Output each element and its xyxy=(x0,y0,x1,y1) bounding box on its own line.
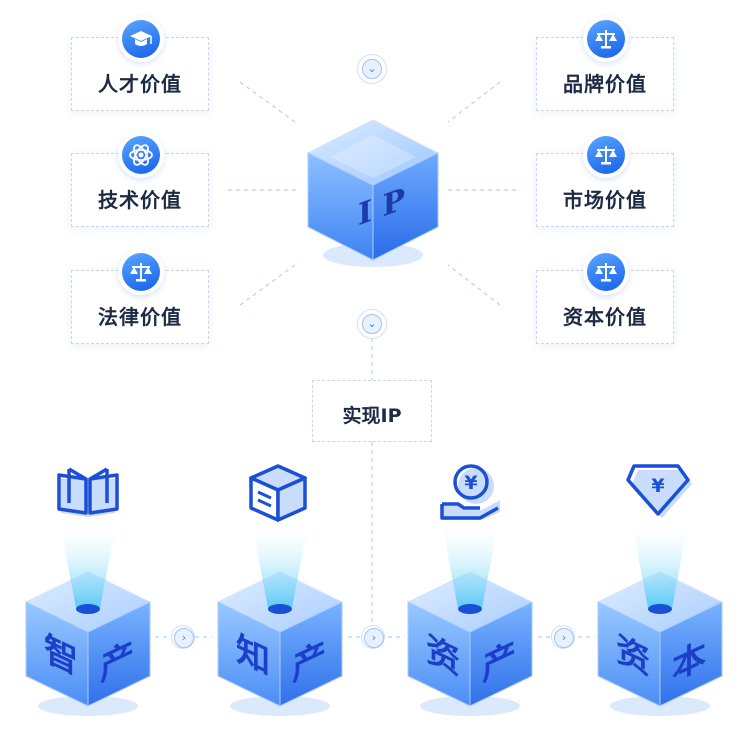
badge xyxy=(583,249,629,295)
graduation-cap-icon xyxy=(130,31,152,46)
chevron-down-icon: ⌄ xyxy=(357,309,387,339)
value-card-market: 市场价值 xyxy=(536,132,674,227)
badge xyxy=(118,16,164,62)
chevron-right-icon: › xyxy=(551,625,575,649)
diamond-icon: ¥ xyxy=(626,464,692,518)
coin-in-hand-icon: ¥ xyxy=(440,464,500,520)
realize-ip-box: 实现IP xyxy=(312,380,432,442)
book-icon xyxy=(57,467,119,517)
badge xyxy=(118,132,164,178)
value-label: 人才价值 xyxy=(98,72,182,96)
value-card-talent: 人才价值 xyxy=(71,16,209,111)
scales-icon xyxy=(595,263,617,282)
scales-icon xyxy=(595,30,617,49)
value-card-brand: 品牌价值 xyxy=(536,16,674,111)
stage-cube xyxy=(406,524,534,716)
svg-text:¥: ¥ xyxy=(651,475,664,497)
stage-cube xyxy=(24,524,152,716)
badge xyxy=(583,132,629,178)
box-icon xyxy=(249,464,307,522)
value-card-capital: 资本价值 xyxy=(536,249,674,344)
scales-icon xyxy=(130,263,152,282)
atom-icon xyxy=(129,144,153,166)
realize-ip-label: 实现IP xyxy=(342,405,402,427)
badge xyxy=(583,16,629,62)
value-card-technology: 技术价值 xyxy=(71,132,209,227)
value-label: 品牌价值 xyxy=(563,72,647,96)
stage-cube xyxy=(216,524,344,716)
svg-text:¥: ¥ xyxy=(464,472,477,494)
stage-cube xyxy=(596,524,724,716)
chevron-down-icon: ⌄ xyxy=(357,54,387,84)
value-label: 法律价值 xyxy=(98,305,182,329)
scales-icon xyxy=(595,146,617,165)
ip-cube xyxy=(306,119,440,267)
chevron-right-icon: › xyxy=(171,625,195,649)
value-label: 技术价值 xyxy=(98,188,182,212)
value-label: 资本价值 xyxy=(563,305,647,329)
value-label: 市场价值 xyxy=(563,188,647,212)
value-card-legal: 法律价值 xyxy=(71,249,209,344)
chevron-right-icon: › xyxy=(361,625,385,649)
badge xyxy=(118,249,164,295)
